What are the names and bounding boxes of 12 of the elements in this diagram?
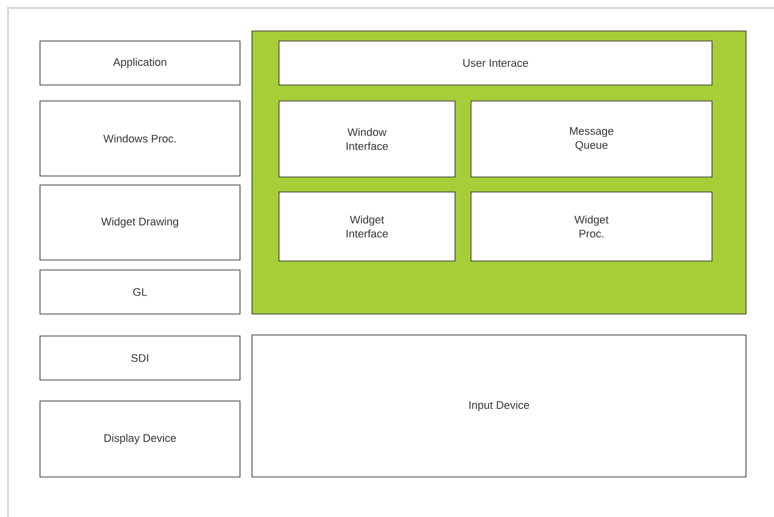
layer-box: GL	[40, 270, 240, 314]
layer-box: Display Device	[40, 400, 240, 478]
layer-box: Message Queue	[470, 100, 712, 178]
layer-box: Window Interface	[278, 100, 456, 178]
layer-box: Application	[40, 40, 240, 86]
layer-box: Widget Interface	[278, 192, 456, 262]
layer-box: User Interace	[278, 40, 712, 86]
layer-box: Widget Proc.	[470, 192, 712, 262]
layer-box: Widget Drawing	[40, 184, 240, 260]
layer-box: SDI	[40, 336, 240, 380]
layer-box: Windows Proc.	[40, 100, 240, 176]
layer-box: Input Device	[252, 334, 746, 478]
